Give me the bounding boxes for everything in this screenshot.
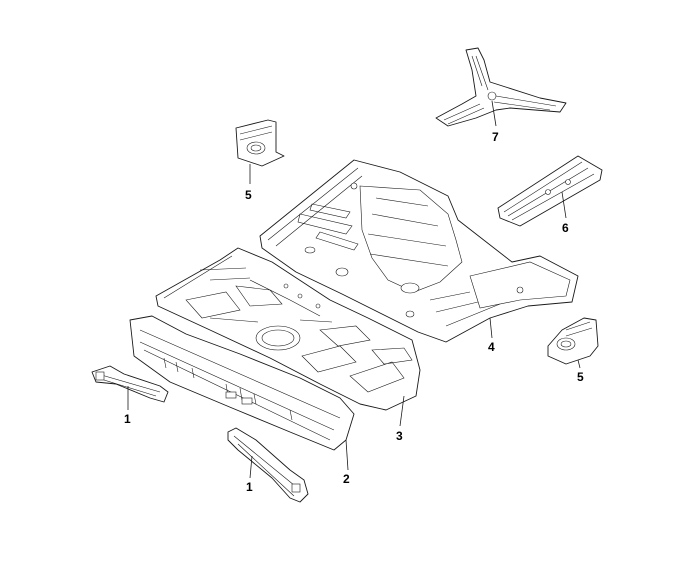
part-3-rear-floor-panel — [155, 247, 421, 411]
leader-line-2 — [345, 439, 349, 471]
callout-6: 6 — [562, 221, 569, 235]
part-2-rear-cross-member — [129, 315, 355, 451]
leader-line-1-lower — [249, 455, 253, 479]
part-5-bracket-upper — [235, 119, 285, 167]
callout-7: 7 — [492, 130, 499, 144]
callout-1-lower: 1 — [246, 480, 253, 494]
callout-1-left: 1 — [124, 412, 131, 426]
part-5-bracket-right — [547, 317, 599, 365]
part-1-side-member-left — [91, 365, 169, 403]
callout-3: 3 — [396, 429, 403, 443]
part-1-side-member-lower — [227, 427, 309, 503]
callout-2: 2 — [343, 472, 350, 486]
callout-5-upper: 5 — [245, 188, 252, 202]
leader-line-7 — [491, 100, 497, 127]
leader-line-5-right — [577, 359, 581, 369]
leader-line-6 — [561, 191, 567, 219]
leader-line-4 — [489, 317, 493, 339]
part-7-y-member — [435, 47, 567, 127]
part-4-center-floor-panel — [259, 159, 579, 343]
part-6-cross-member — [497, 155, 603, 227]
callout-4: 4 — [488, 340, 495, 354]
leader-line-3 — [399, 395, 405, 427]
callout-5-right: 5 — [577, 370, 584, 384]
